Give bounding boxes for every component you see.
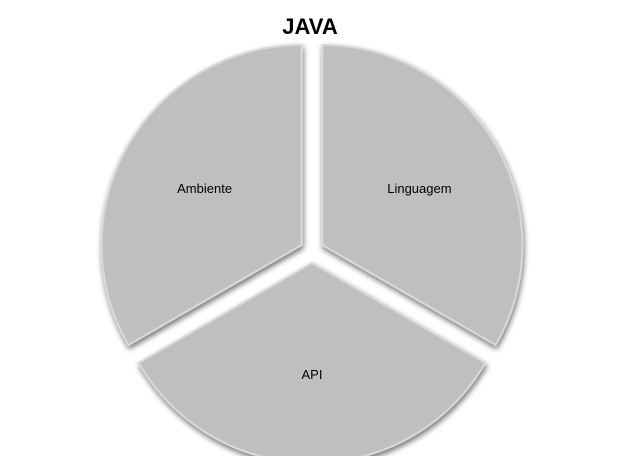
pie-slice-api (137, 261, 487, 456)
pie-slice-linguagem (321, 43, 524, 347)
pie-slice-ambiente (100, 43, 303, 347)
pie-slices (100, 43, 524, 456)
slice-label-linguagem: Linguagem (387, 181, 451, 196)
slice-label-ambiente: Ambiente (177, 181, 232, 196)
chart-title: JAVA (282, 14, 338, 39)
slice-label-api: API (302, 367, 323, 382)
